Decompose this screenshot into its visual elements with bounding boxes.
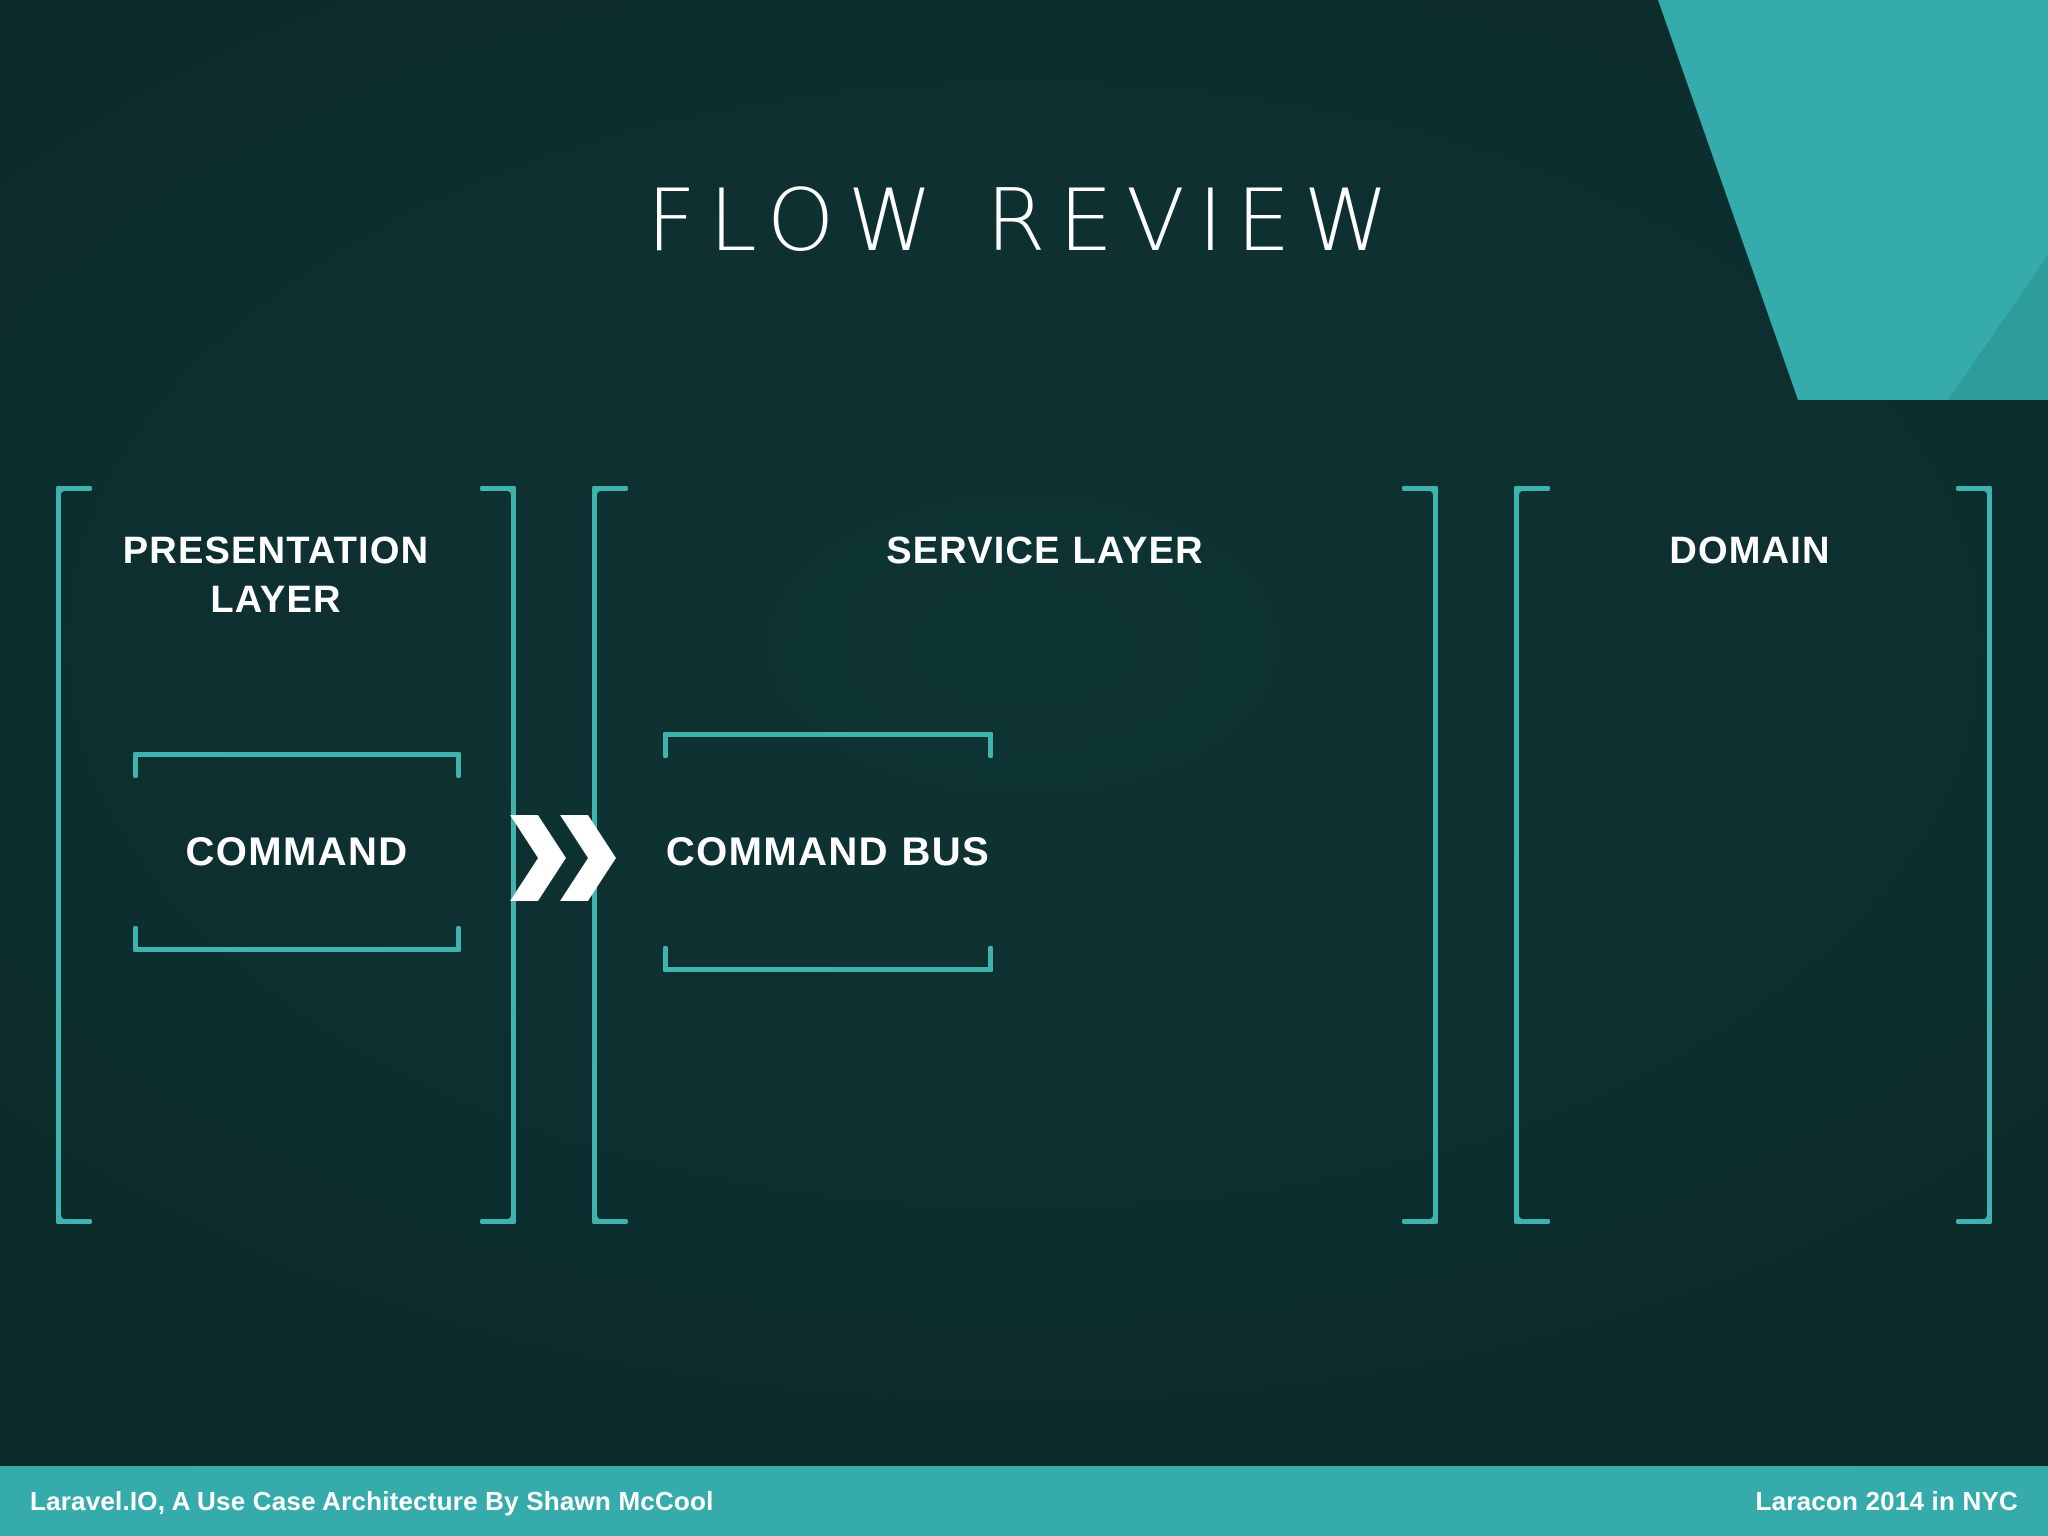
bracket-corner-bottom	[56, 1210, 70, 1224]
bracket-stem	[56, 486, 61, 1224]
footer-left-text: Laravel.IO, A Use Case Architecture By S…	[30, 1485, 714, 1516]
command-box-label: COMMAND	[185, 830, 409, 874]
bracket-corner-top	[592, 486, 606, 500]
bracket-corner-bottom	[592, 1210, 606, 1224]
box-bracket-top	[133, 752, 461, 757]
bracket-stem	[1987, 486, 1992, 1224]
domain-bracket-left	[1514, 486, 1550, 1224]
footer-right-text: Laracon 2014 in NYC	[1755, 1485, 2018, 1516]
bracket-corner-bottom	[1424, 1210, 1438, 1224]
box-stub-bottom-left	[663, 946, 668, 972]
box-bracket-top	[663, 732, 993, 737]
presentation-bracket-left	[56, 486, 92, 1224]
bracket-corner-bottom	[502, 1210, 516, 1224]
domain-heading: DOMAIN	[1669, 530, 1831, 572]
presentation-layer-heading: PRESENTATION LAYER	[122, 530, 430, 621]
bracket-corner-bottom	[1514, 1210, 1528, 1224]
bracket-arm-top	[1956, 486, 1990, 491]
bracket-arm-top	[1516, 486, 1550, 491]
bracket-arm-bottom	[1956, 1219, 1990, 1224]
bracket-arm-bottom	[58, 1219, 92, 1224]
box-bracket-bottom	[663, 967, 993, 972]
box-stub-top-right	[988, 732, 993, 758]
box-stub-bottom-right	[988, 946, 993, 972]
service-bracket-right	[1402, 486, 1438, 1224]
bracket-arm-bottom	[1402, 1219, 1436, 1224]
box-stub-bottom-right	[456, 926, 461, 952]
bracket-corner-bottom	[1978, 1210, 1992, 1224]
box-stub-top-right	[456, 752, 461, 778]
service-layer-heading: SERVICE LAYER	[886, 530, 1204, 572]
bracket-stem	[511, 486, 516, 1224]
command-bus-box-label: COMMAND BUS	[665, 830, 991, 874]
bracket-arm-bottom	[594, 1219, 628, 1224]
bracket-arm-bottom	[480, 1219, 514, 1224]
presentation-bracket-right	[480, 486, 516, 1224]
box-stub-top-left	[663, 732, 668, 758]
bracket-stem	[1433, 486, 1438, 1224]
bracket-arm-top	[480, 486, 514, 491]
bracket-corner-top	[56, 486, 70, 500]
bracket-stem	[1514, 486, 1519, 1224]
bracket-arm-top	[594, 486, 628, 491]
box-stub-top-left	[133, 752, 138, 778]
box-stub-bottom-left	[133, 926, 138, 952]
domain-bracket-right	[1956, 486, 1992, 1224]
page-title: FLOW REVIEW	[646, 171, 1402, 271]
double-chevron-right-icon	[508, 815, 618, 901]
bracket-corner-top	[1424, 486, 1438, 500]
bracket-arm-bottom	[1516, 1219, 1550, 1224]
bracket-corner-top	[1514, 486, 1528, 500]
bracket-corner-top	[502, 486, 516, 500]
box-bracket-bottom	[133, 947, 461, 952]
bracket-arm-top	[58, 486, 92, 491]
command-bus-box: COMMAND BUS	[663, 732, 993, 972]
footer-bar: Laravel.IO, A Use Case Architecture By S…	[0, 1466, 2048, 1536]
bracket-arm-top	[1402, 486, 1436, 491]
bracket-corner-top	[1978, 486, 1992, 500]
command-box: COMMAND	[133, 752, 461, 952]
